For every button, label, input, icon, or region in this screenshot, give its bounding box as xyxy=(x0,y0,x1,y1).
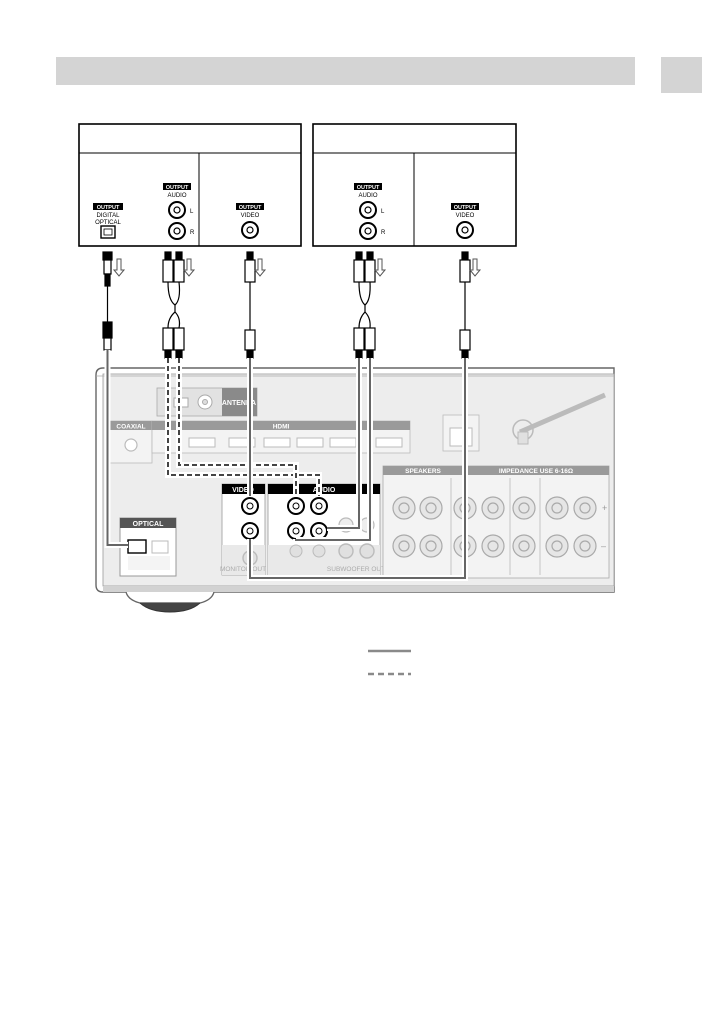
coaxial-label: COAXIAL xyxy=(116,424,145,431)
legend xyxy=(368,649,411,676)
hdmi-port[interactable] xyxy=(329,437,357,448)
wireless-antenna xyxy=(512,392,606,445)
hdmi-port[interactable] xyxy=(375,437,403,448)
source-device-1: OUTPUT DIGITAL OPTICAL OUTPUT AUDIO L R … xyxy=(78,123,302,247)
audio-in-jack-1r[interactable] xyxy=(310,497,328,515)
speakers-label: SPEAKERS xyxy=(405,468,441,475)
audio-right-jack[interactable] xyxy=(168,222,186,240)
optical-label: OPTICAL xyxy=(95,220,121,226)
hdmi-port[interactable] xyxy=(228,437,256,448)
hdmi-port[interactable] xyxy=(188,437,216,448)
video-output-tag: OUTPUT xyxy=(454,205,477,211)
video-output-tag: OUTPUT xyxy=(239,205,262,211)
cables-upper xyxy=(106,281,466,330)
antenna-label: ANTENNA xyxy=(222,400,256,407)
monitor-out-label: MONITOR OUT xyxy=(220,566,266,573)
optical-in-jack[interactable] xyxy=(127,539,147,554)
top-plugs xyxy=(102,251,471,287)
direction-arrows xyxy=(112,258,482,277)
audio-in-jack-1l[interactable] xyxy=(287,497,305,515)
audio-label: AUDIO xyxy=(167,193,186,199)
page-side-tab xyxy=(661,57,702,93)
audio-left-jack[interactable] xyxy=(359,201,377,219)
video-output-jack[interactable] xyxy=(456,221,474,239)
hdmi-port[interactable] xyxy=(263,437,291,448)
video-label: VIDEO xyxy=(241,213,260,219)
video-in-jack-1[interactable] xyxy=(241,497,259,515)
speaker-terminals xyxy=(392,478,597,575)
right-channel-label: R xyxy=(190,230,195,236)
optical-label: OPTICAL xyxy=(133,521,164,528)
optical-output-jack[interactable] xyxy=(100,225,116,239)
positive-terminal-sign: + xyxy=(602,503,607,513)
right-channel-label: R xyxy=(381,230,386,236)
coaxial-jack[interactable] xyxy=(124,438,138,452)
video-section-label: VIDEO xyxy=(232,487,254,494)
optical-output-tag: OUTPUT xyxy=(97,205,120,211)
audio-output-tag: OUTPUT xyxy=(357,185,380,191)
hdmi-label: HDMI xyxy=(273,424,290,431)
audio-label: AUDIO xyxy=(358,193,377,199)
digital-label: DIGITAL xyxy=(97,213,121,219)
impedance-label: IMPEDANCE USE 6-16Ω xyxy=(499,468,573,475)
audio-in-jack-2l[interactable] xyxy=(287,522,305,540)
ethernet-port[interactable] xyxy=(449,427,473,447)
audio-in-jack-2r[interactable] xyxy=(310,522,328,540)
audio-section-label: AUDIO xyxy=(313,487,336,494)
cable-routes xyxy=(104,350,468,581)
hdmi-port[interactable] xyxy=(296,437,324,448)
negative-terminal-sign: – xyxy=(601,541,606,551)
bottom-plugs xyxy=(102,321,471,359)
subwoofer-jack-2[interactable] xyxy=(359,543,375,559)
audio-left-jack[interactable] xyxy=(168,201,186,219)
video-output-jack[interactable] xyxy=(241,221,259,239)
audio-right-jack[interactable] xyxy=(359,222,377,240)
subwoofer-out-label: SUBWOOFER OUT xyxy=(327,566,385,573)
audio-output-tag: OUTPUT xyxy=(166,185,189,191)
source-device-2: OUTPUT AUDIO L R OUTPUT VIDEO xyxy=(312,123,517,247)
section-header-bar xyxy=(56,57,635,85)
video-label: VIDEO xyxy=(456,213,475,219)
left-channel-label: L xyxy=(381,209,385,215)
left-channel-label: L xyxy=(190,209,194,215)
subwoofer-jack-1[interactable] xyxy=(338,543,354,559)
video-in-jack-2[interactable] xyxy=(241,522,259,540)
